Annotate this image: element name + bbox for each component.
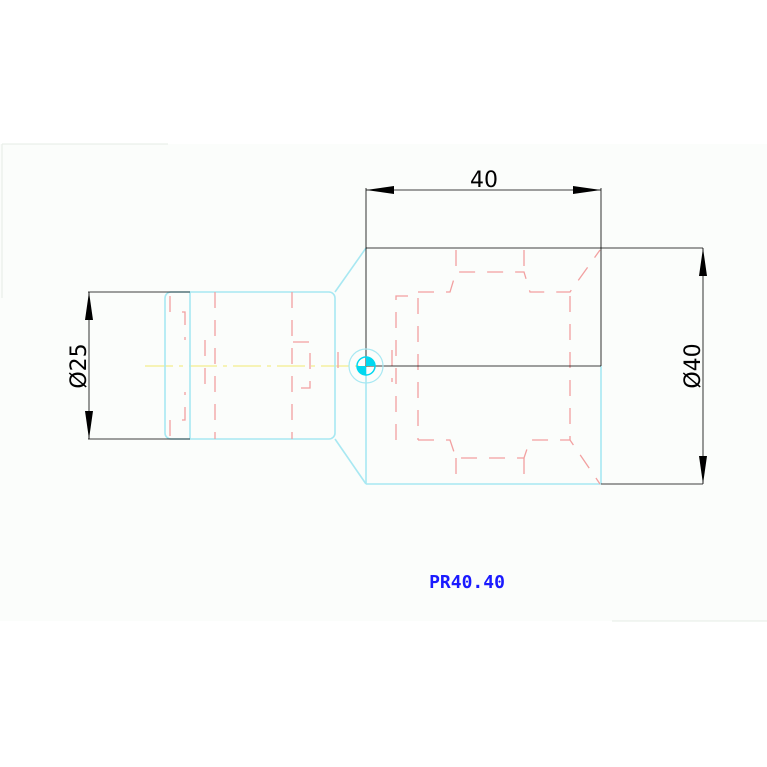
arrow-right-top (699, 248, 707, 276)
arrow-left-top (85, 292, 93, 320)
arrow-right-bottom (699, 456, 707, 484)
drawing-area (0, 144, 767, 621)
part-outline (164, 247, 602, 485)
part-label: PR40.40 (429, 572, 505, 593)
arrow-left-bottom (85, 411, 93, 439)
arrow-top-right (573, 186, 601, 194)
dimension-lines (88, 188, 704, 485)
origin-marker (348, 348, 384, 384)
dimension-length-top: 40 (470, 168, 498, 193)
dimension-diameter-right: Ø40 (681, 343, 706, 388)
dimension-arrows (85, 186, 707, 484)
dimension-diameter-left: Ø25 (67, 343, 92, 388)
arrow-top-left (366, 186, 394, 194)
